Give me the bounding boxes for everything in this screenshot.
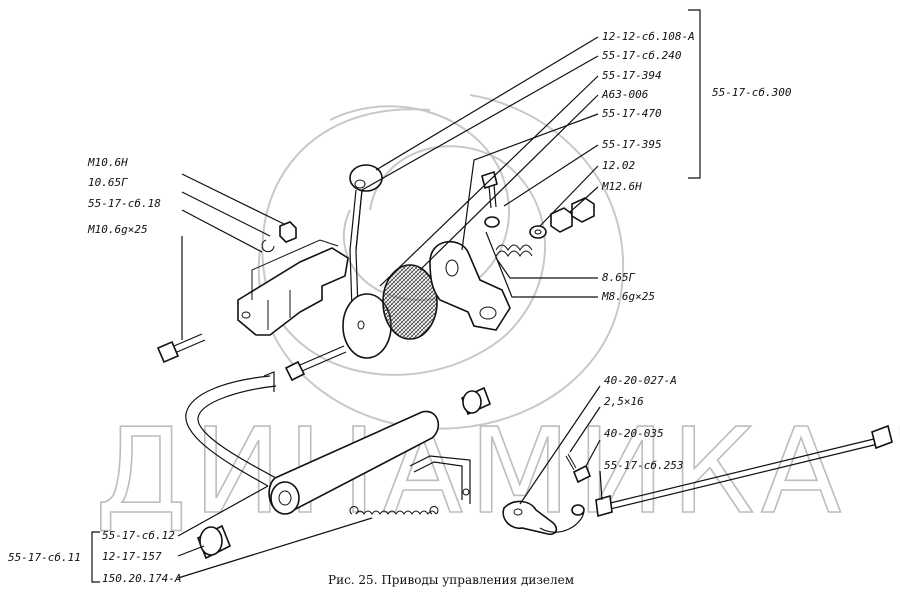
figure-caption: Рис. 25. Приводы управления дизелем [328, 573, 574, 587]
spring-washer [484, 216, 500, 228]
leader-lines [91, 9, 701, 583]
label-group-55-17-sb300: 55-17-сб.300 [712, 86, 792, 99]
label-55-17-sb253: 55-17-сб.253 [604, 459, 683, 472]
label-55-17-sb18: 55-17-сб.18 [88, 197, 161, 210]
pedal-shaft [268, 410, 440, 515]
label-8-65g: 8.65Г [602, 271, 635, 284]
spring [495, 244, 533, 257]
control-rod [595, 424, 893, 518]
label-2-5x16: 2,5×16 [604, 395, 644, 408]
nut-m12 [550, 197, 595, 233]
label-40-20-035: 40-20-035 [604, 427, 664, 440]
label-m10-6g-25: М10.6g×25 [87, 223, 148, 236]
label-12-02: 12.02 [602, 159, 635, 172]
pin-40-20-035 [572, 464, 592, 484]
label-12-12-sb108a: 12-12-сб.108-А [602, 30, 695, 43]
return-spring [349, 506, 439, 515]
label-group-55-17-sb11: 55-17-сб.11 [8, 551, 81, 564]
label-55-17-395: 55-17-395 [602, 138, 662, 151]
label-55-17-394: 55-17-394 [602, 69, 662, 82]
pedal-arm [185, 371, 277, 487]
label-55-17-sb240: 55-17-сб.240 [602, 49, 682, 62]
support-bracket [429, 240, 511, 331]
throttle-lever [502, 500, 585, 536]
part-labels: 12-12-сб.108-А 55-17-сб.240 55-17-394 А6… [8, 30, 792, 585]
label-150-20-174-a: 150.20.174-А [102, 572, 181, 585]
watermark-text: ДИНАМИКА 76 [95, 402, 900, 540]
lever-bracket [237, 239, 349, 336]
bolt-m12 [481, 170, 498, 209]
label-40-20-027-a: 40-20-027-А [604, 374, 677, 387]
bushing-bottom [196, 524, 232, 560]
label-55-17-470: 55-17-470 [602, 107, 662, 120]
stop-plate [409, 455, 471, 504]
bolt-m10 [156, 333, 206, 364]
label-55-17-sb12: 55-17-сб.12 [102, 529, 175, 542]
label-a63-006: А63-006 [601, 88, 649, 101]
washer-m10 [261, 239, 275, 253]
label-m12-6n: М12.6Н [601, 180, 642, 193]
label-m8-6g-25: М8.6g×25 [601, 290, 655, 303]
bushing-top [460, 386, 492, 416]
label-10-65g: 10.65Г [88, 176, 128, 189]
friction-disc [382, 264, 438, 340]
washer-12 [529, 225, 547, 239]
label-m10-6n: М10.6Н [87, 156, 128, 169]
label-12-17-157: 12-17-157 [102, 550, 162, 563]
nut-m10 [279, 221, 297, 243]
split-pin [565, 453, 577, 471]
bolt-m8 [284, 345, 347, 382]
